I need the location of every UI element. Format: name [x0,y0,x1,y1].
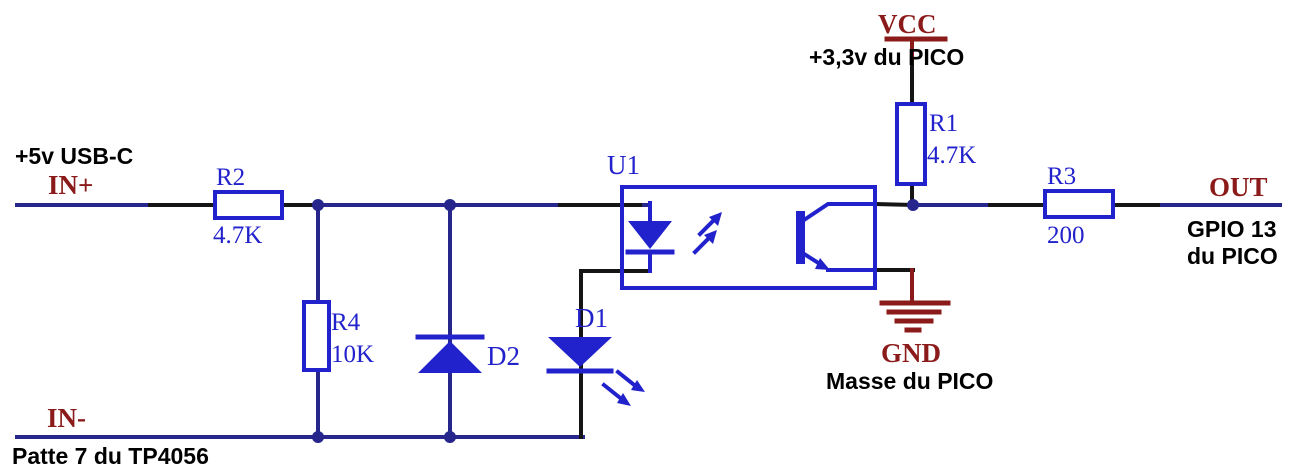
net-in-minus: IN- [47,403,86,433]
optocoupler-u1 [620,185,877,290]
u1-body [620,185,877,290]
arrow-shaft [601,382,622,400]
r4-value: 10K [331,341,374,368]
u1-transistor-base-bar [796,211,805,264]
junction-dot [444,431,456,443]
d1-triangle [548,337,612,367]
note-masse-pico: Masse du PICO [826,368,993,394]
led-d1 [546,337,645,406]
junction-dot [312,431,324,443]
note-patte7-tp4056: Patte 7 du TP4056 [12,443,209,469]
gnd-symbol [879,300,951,333]
resistor-r2 [213,190,284,220]
net-in-plus: IN+ [48,170,93,200]
u1-emitter-arrow-head [815,258,830,270]
r2-ref: R2 [216,164,245,191]
note-gpio13: GPIO 13 [1187,216,1276,242]
r2-body [213,190,284,220]
wire-collector-stub [872,201,916,208]
net-vcc: VCC [878,9,937,39]
junction-dot [907,199,919,211]
r1-value: 4.7K [927,142,976,169]
junction-dot [312,199,324,211]
junction-dots [312,199,919,443]
r1-ref: R1 [929,110,958,137]
u1-transistor-collector [798,202,877,225]
resistor-r3 [1043,189,1115,219]
arrow-shaft [615,369,636,387]
r3-ref: R3 [1047,163,1076,190]
arrow-shaft [692,237,710,255]
diode-d2 [415,334,485,373]
arrow-head [631,380,645,392]
arrow-head [709,212,722,226]
resistor-r4 [302,300,331,372]
u1-ref: U1 [607,150,640,180]
d1-ref: D1 [575,303,608,333]
u1-transistor-emitter [798,249,823,267]
d1-emission-arrows-icon [601,369,645,406]
d2-ref: D2 [487,341,520,371]
r4-body [302,300,331,372]
u1-emission-arrows-icon [692,212,722,255]
arrow-shaft [697,219,715,237]
note-du-pico: du PICO [1187,243,1278,269]
labels: +5v USB-C IN+ R2 4.7K R4 10K D2 D1 U1 VC… [12,9,1278,469]
arrow-head [617,393,631,406]
net-gnd: GND [881,338,941,368]
note-3v3-pico: +3,3v du PICO [809,44,964,70]
u1-led-triangle [628,221,672,249]
r2-value: 4.7K [213,222,262,249]
arrow-head [704,230,717,244]
r4-ref: R4 [331,309,361,336]
r1-body [895,102,927,186]
d2-triangle [418,341,482,373]
junction-dot [444,199,456,211]
resistor-r1 [895,102,927,186]
r3-value: 200 [1047,222,1085,249]
r3-body [1043,189,1115,219]
net-out: OUT [1209,172,1268,202]
note-5v-usbc: +5v USB-C [15,143,133,169]
